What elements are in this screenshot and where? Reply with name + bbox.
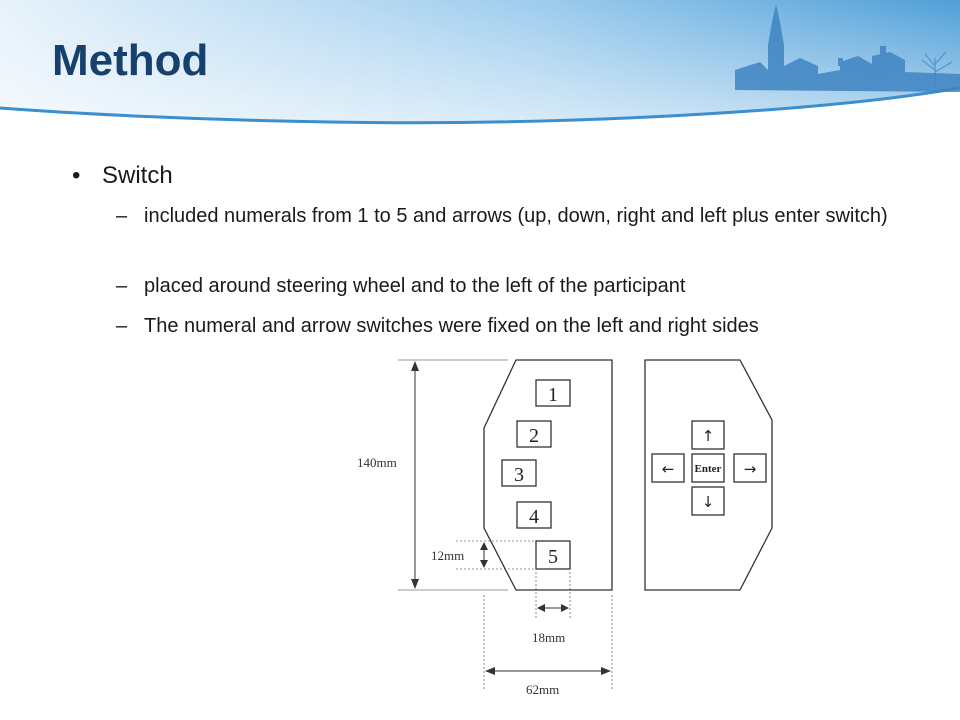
header-banner <box>0 0 960 125</box>
dash-icon: – <box>116 205 128 227</box>
key-1-box <box>535 379 571 407</box>
sub-bullet-text: placed around steering wheel and to the … <box>144 275 686 297</box>
arrow-up-icon: ↑ <box>702 427 715 445</box>
key-enter-box <box>691 453 725 483</box>
arrow-right-icon: → <box>744 460 757 478</box>
key-4-label: 4 <box>529 506 539 528</box>
key-3-label: 3 <box>514 464 524 486</box>
sub-bullet-text: The numeral and arrow switches were fixe… <box>144 315 759 337</box>
right-panel-outline <box>644 359 773 591</box>
sub-bullet-text: included numerals from 1 to 5 and arrows… <box>144 205 888 227</box>
key-1-label: 1 <box>548 384 558 406</box>
key-4-box <box>516 501 552 529</box>
key-width-dimension-label: 18mm <box>532 630 565 645</box>
figure-background <box>388 358 776 698</box>
arrow-left-icon: ← <box>662 460 675 478</box>
key-2-box <box>516 420 552 448</box>
village-silhouette-icon <box>735 4 960 92</box>
key-2-label: 2 <box>529 425 539 447</box>
panel-width-dimension-label: 62mm <box>526 682 559 697</box>
arrow-down-icon: ↓ <box>702 493 715 511</box>
bullet-dot-icon: • <box>72 162 81 189</box>
dash-icon: – <box>116 275 128 297</box>
key-down-box <box>691 486 725 516</box>
height-dimension-label: 140mm <box>357 455 397 470</box>
key-5-label: 5 <box>548 546 558 568</box>
enter-key-label: Enter <box>695 463 722 475</box>
key-up-box <box>691 420 725 450</box>
bullet-label: Switch <box>102 162 173 189</box>
key-height-dimension-label: 12mm <box>431 548 464 563</box>
left-panel-outline <box>483 359 613 591</box>
key-left-box <box>651 453 685 483</box>
switch-panel-diagram: 1 2 3 4 5 ↑ ← → ↓ Enter 140mm 12mm 18mm … <box>357 358 776 698</box>
key-5-box <box>535 540 571 570</box>
key-right-box <box>733 453 767 483</box>
key-3-box <box>501 459 537 487</box>
dash-icon: – <box>116 315 128 337</box>
slide-title: Method <box>52 36 209 85</box>
